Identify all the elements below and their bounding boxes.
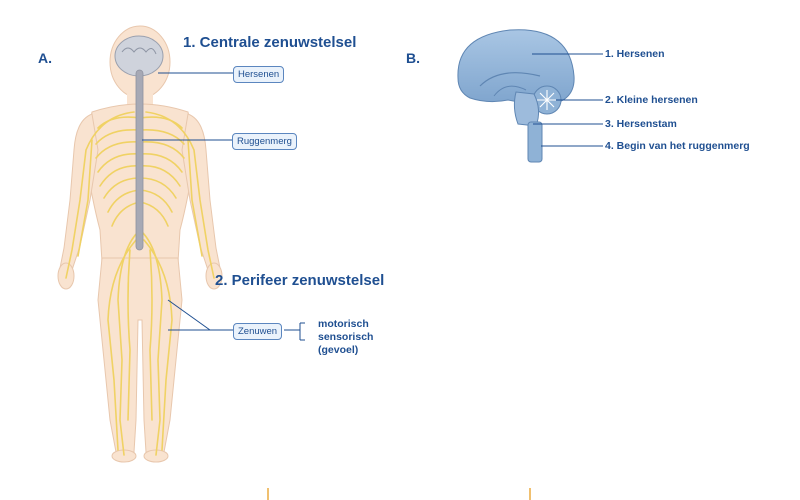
panel-a-leaders bbox=[142, 72, 305, 341]
label-3-hersenstam: 3. Hersenstam bbox=[605, 118, 677, 130]
label-zenuwen: Zenuwen bbox=[233, 323, 283, 340]
panel-b-leaders bbox=[532, 53, 603, 147]
nerve-type-motor: motorisch bbox=[318, 318, 369, 330]
panel-b-letter: B. bbox=[406, 50, 420, 66]
label-1-hersenen: 1. Hersenen bbox=[605, 48, 665, 60]
nerve-type-sensory-note: (gevoel) bbox=[318, 344, 359, 356]
central-nervous-system-title: 1. Centrale zenuwstelsel bbox=[183, 34, 357, 51]
nerve-type-sensory: sensorisch bbox=[318, 331, 374, 343]
label-4-begin-ruggenmerg: 4. Begin van het ruggenmerg bbox=[605, 140, 750, 152]
brain-sagittal-illustration bbox=[457, 29, 575, 163]
peripheral-nervous-system-title: 2. Perifeer zenuwstelsel bbox=[215, 272, 385, 289]
nerve-types-list: motorisch sensorisch (gevoel) bbox=[318, 318, 373, 357]
label-2-kleine-hersenen: 2. Kleine hersenen bbox=[605, 94, 698, 106]
label-ruggenmerg: Ruggenmerg bbox=[232, 133, 297, 150]
label-hersenen: Hersenen bbox=[233, 66, 285, 83]
panel-a-letter: A. bbox=[38, 50, 52, 66]
spinal-cord bbox=[135, 69, 144, 251]
